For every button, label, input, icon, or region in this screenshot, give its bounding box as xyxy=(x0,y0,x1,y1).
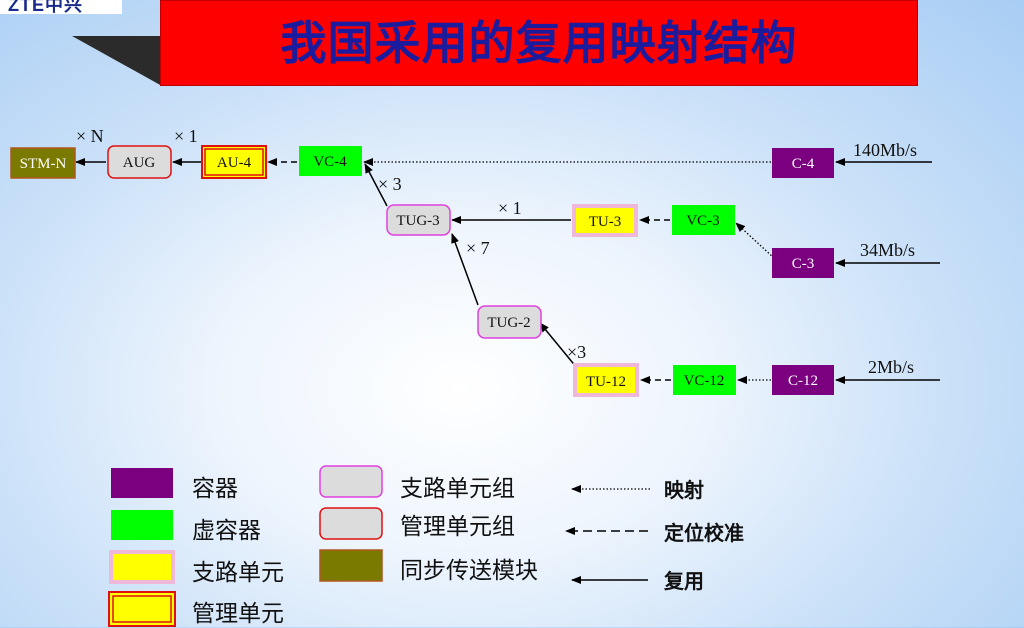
legend-label-container: 容器 xyxy=(192,476,238,502)
legend-label-tug: 支路单元组 xyxy=(400,476,515,502)
legend-label-admin-unit: 管理单元 xyxy=(192,601,284,627)
mux-tug2-tug3 xyxy=(451,233,479,306)
legend-label-sync-module: 同步传送模块 xyxy=(400,558,538,584)
node-tug3: TUG-3 xyxy=(386,204,451,236)
legend-swatch-sync-module xyxy=(319,549,383,582)
svg-text:TUG-2: TUG-2 xyxy=(487,315,530,331)
svg-text:C-3: C-3 xyxy=(792,256,815,272)
multiplier-aug-au4: × 1 xyxy=(174,126,198,146)
svg-text:TU-12: TU-12 xyxy=(586,374,626,390)
node-tu12: TU-12 xyxy=(573,363,639,397)
multiplier-tug3-vc4: × 3 xyxy=(378,174,402,194)
multiplier-tug2-tug3: × 7 xyxy=(466,238,490,258)
node-c3: C-3 xyxy=(772,248,834,278)
legend-label-virtual-container: 虚容器 xyxy=(192,518,261,544)
legend-swatch-aug xyxy=(319,507,383,540)
legend-key-mapping: 映射 xyxy=(664,478,704,502)
mapping-c3-vc3 xyxy=(735,222,775,259)
node-tug2: TUG-2 xyxy=(477,305,542,339)
company-logo: ZTE中兴 xyxy=(0,0,122,14)
mux-tug3-vc4 xyxy=(364,163,388,207)
node-aug: AUG xyxy=(107,145,172,179)
rate-label-c3: 34Mb/s xyxy=(860,240,916,260)
svg-text:AUG: AUG xyxy=(123,155,156,171)
svg-text:STM-N: STM-N xyxy=(20,156,67,172)
node-stm-n: STM-N xyxy=(10,147,76,179)
legend-key-alignment: 定位校准 xyxy=(664,521,744,545)
node-c12: C-12 xyxy=(772,365,834,395)
title-shadow-decoration xyxy=(72,36,162,86)
mux-tu12-tug2 xyxy=(539,322,578,369)
legend-swatch-tug xyxy=(319,465,383,498)
svg-text:TU-3: TU-3 xyxy=(589,214,622,230)
legend-label-aug: 管理单元组 xyxy=(400,514,515,540)
multiplier-tu3-tug3: × 1 xyxy=(498,198,522,218)
legend-label-tributary-unit: 支路单元 xyxy=(192,560,284,586)
svg-text:VC-3: VC-3 xyxy=(686,213,719,229)
node-tu3: TU-3 xyxy=(572,204,638,237)
legend-swatch-container xyxy=(111,468,173,498)
svg-text:VC-4: VC-4 xyxy=(313,154,347,170)
svg-text:C-4: C-4 xyxy=(792,156,815,172)
rate-label-c4: 140Mb/s xyxy=(853,140,918,160)
node-vc4: VC-4 xyxy=(299,146,362,176)
multiplier-stm-aug: × N xyxy=(76,126,104,146)
svg-text:AU-4: AU-4 xyxy=(217,155,252,171)
node-vc3: VC-3 xyxy=(672,205,735,235)
node-vc12: VC-12 xyxy=(673,365,736,395)
legend-swatch-virtual-container xyxy=(111,510,173,540)
svg-text:VC-12: VC-12 xyxy=(684,373,725,389)
multiplier-tu12-tug2: ×3 xyxy=(567,342,587,362)
svg-text:TUG-3: TUG-3 xyxy=(396,213,439,229)
page-title: 我国采用的复用映射结构 xyxy=(280,16,798,70)
legend-key-multiplexing: 复用 xyxy=(664,569,704,593)
title-banner: 我国采用的复用映射结构 xyxy=(160,0,918,86)
svg-text:C-12: C-12 xyxy=(788,373,818,389)
rate-label-c12: 2Mb/s xyxy=(868,357,915,377)
legend-swatch-tributary-unit xyxy=(109,550,175,584)
node-au4: AU-4 xyxy=(201,145,267,179)
legend-swatch-admin-unit xyxy=(108,591,176,627)
node-c4: C-4 xyxy=(772,148,834,178)
